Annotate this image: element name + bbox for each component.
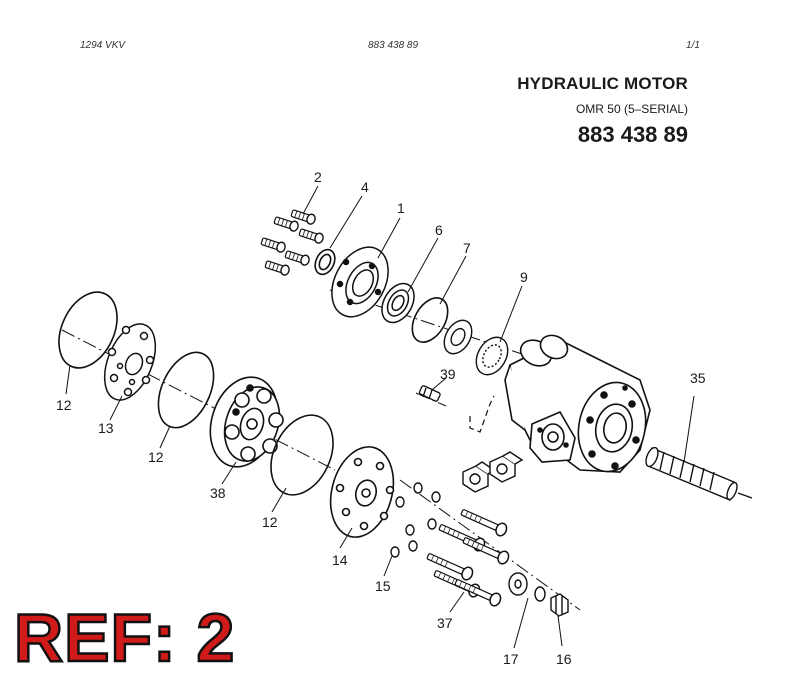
callout-6: 6	[435, 222, 443, 238]
callout-16: 16	[556, 651, 572, 667]
o-ring-7	[411, 297, 449, 343]
port-fittings	[462, 451, 524, 493]
callout-4: 4	[361, 179, 369, 195]
o-ring-12-left	[58, 291, 118, 369]
callout-9: 9	[520, 269, 528, 285]
page-subtitle: OMR 50 (5–SERIAL)	[575, 102, 688, 116]
callout-17: 17	[503, 651, 519, 667]
callout-15: 15	[375, 578, 391, 594]
callout-12-right: 12	[262, 514, 278, 530]
plate-13	[103, 323, 157, 401]
leader-lines	[65, 185, 695, 649]
callout-7: 7	[463, 240, 471, 256]
seal-ring-4	[314, 248, 336, 276]
needle-bearing-9	[475, 336, 509, 376]
callout-35: 35	[690, 370, 706, 386]
part-number: 883 438 89	[577, 122, 688, 147]
header-doc-code: 1294 VKV	[80, 40, 126, 51]
callout-39: 39	[440, 366, 456, 382]
end-cover-14	[329, 446, 395, 538]
drive-shaft-35	[645, 446, 753, 501]
o-ring-12-middle	[157, 351, 215, 429]
plug-16	[550, 593, 569, 617]
callout-38: 38	[210, 485, 226, 501]
callout-12-left: 12	[56, 397, 72, 413]
callout-13: 13	[98, 420, 114, 436]
callout-2: 2	[314, 169, 322, 185]
shaft-seal-6	[381, 282, 415, 324]
plug-39	[418, 385, 441, 402]
motor-housing	[504, 334, 651, 473]
callout-14: 14	[332, 552, 348, 568]
bolts-37	[424, 505, 512, 609]
washer-17	[508, 572, 546, 602]
page-title: HYDRAULIC MOTOR	[517, 74, 688, 93]
o-rings-15	[390, 482, 441, 558]
port-bracket-line	[469, 395, 495, 433]
cover-plate-1	[331, 246, 389, 318]
callout-37: 37	[437, 615, 453, 631]
gear-set-38	[209, 376, 284, 468]
o-ring-12-right	[270, 414, 334, 496]
ref-stamp: REF: 2	[13, 600, 236, 676]
thrust-washer	[443, 319, 473, 355]
header-part-number: 883 438 89	[368, 40, 419, 51]
callout-labels: 2 4 1 6 7 9 39 35 12 13 12 38 12 14 15 3…	[56, 169, 706, 667]
callout-12-middle: 12	[148, 449, 164, 465]
callout-1: 1	[397, 200, 405, 216]
header-page-number: 1/1	[686, 40, 700, 51]
